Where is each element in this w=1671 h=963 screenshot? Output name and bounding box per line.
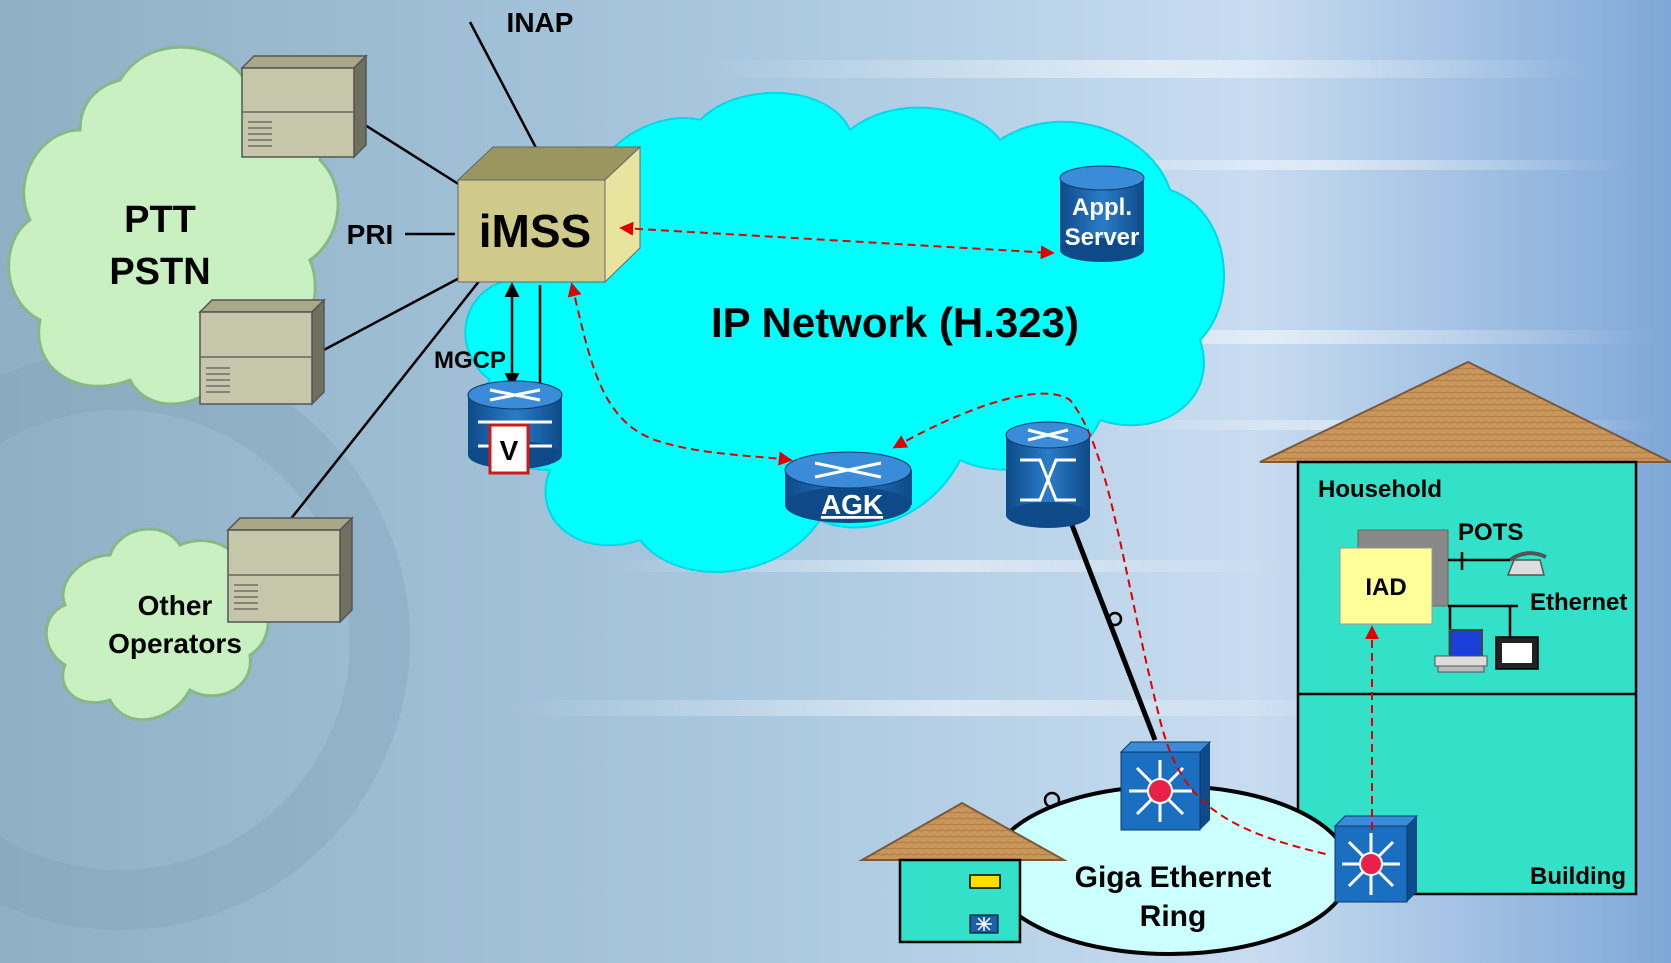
layer3-switch-icon [1119,741,1212,831]
inap-label: INAP [507,7,574,38]
giga-ethernet-ring: Giga Ethernet Ring [988,784,1352,956]
ring-label-line2: Ring [1140,900,1207,933]
server-box-icon [240,54,368,159]
agk-label: AGK [821,489,883,520]
voice-gateway-label: V [500,435,519,466]
iad-device: IAD [1339,529,1449,625]
server-box-icon [226,516,354,624]
connection-lines [289,21,1158,741]
link-marker [1107,611,1123,627]
other-operators-label-line2: Operators [108,628,242,659]
atm-switch-icon [1005,421,1091,528]
other-operators-label-line1: Other [138,590,213,621]
iad-label: IAD [1365,574,1406,601]
other-operators-cloud: Other Operators [44,527,270,722]
ring-label-line1: Giga Ethernet [1075,861,1272,894]
building-label: Building [1530,863,1626,890]
monitor-icon [1495,636,1539,670]
pstn-label-line1: PTT [124,199,196,241]
imss-node: iMSS [456,145,642,284]
ip-network-label: IP Network (H.323) [711,299,1079,346]
ethernet-label: Ethernet [1530,589,1627,616]
appl-server-label-line1: Appl. [1072,194,1132,221]
pots-label: POTS [1458,519,1523,546]
household-label: Household [1318,476,1442,503]
signalling-flows [567,221,1379,856]
layer3-switch-icon [1333,815,1419,903]
appl-server-label-line2: Server [1065,224,1140,251]
flow-imss-appl-server [619,221,1055,260]
application-server: Appl. Server [1059,165,1145,262]
telephone-icon [1506,551,1547,576]
voice-router-icon: V [467,380,563,475]
flow-imss-agk [567,282,793,466]
pri-label: PRI [347,219,394,250]
computer-icon [1434,629,1488,673]
small-house [858,801,1068,944]
imss-label: iMSS [479,205,591,257]
building: Household Building [1259,360,1671,896]
server-box-icon [198,298,326,406]
router-icon: AGK [784,451,912,523]
flow-agk-ring [892,392,1331,856]
mgcp-label: MGCP [434,347,506,374]
pstn-label-line2: PSTN [109,251,210,293]
